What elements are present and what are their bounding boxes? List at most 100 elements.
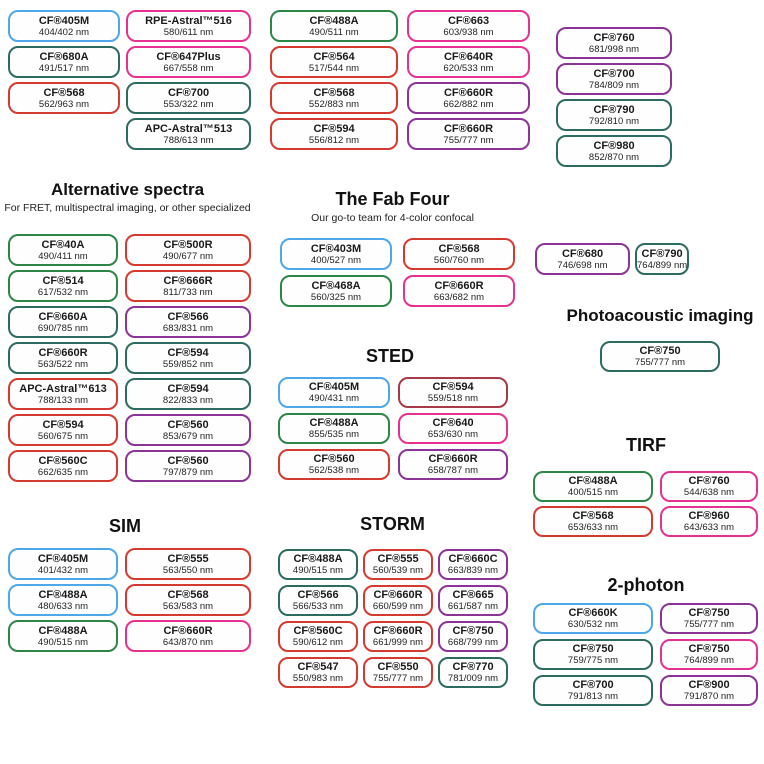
dye-pill: CF®560 853/679 nm — [125, 414, 251, 446]
dye-pill: CF®660R 663/682 nm — [403, 275, 515, 307]
dye-ex-em: 755/777 nm — [683, 619, 735, 630]
dye-pill: RPE-Astral™516 580/611 nm — [126, 10, 251, 42]
dye-ex-em: 852/870 nm — [588, 151, 640, 163]
dye-ex-em: 400/515 nm — [567, 487, 619, 498]
dye-ex-em: 764/899 nm — [683, 655, 735, 666]
dye-name: CF®700 — [593, 67, 635, 80]
dye-ex-em: 660/599 nm — [372, 601, 424, 612]
dye-ex-em: 759/775 nm — [567, 655, 619, 666]
dye-ex-em: 653/633 nm — [567, 522, 619, 533]
dye-ex-em: 517/544 nm — [308, 62, 360, 74]
dye-ex-em: 663/839 nm — [447, 565, 499, 576]
dye-name: CF®568 — [43, 86, 85, 99]
dye-ex-em: 560/760 nm — [433, 254, 485, 266]
dye-ex-em: 690/785 nm — [37, 322, 89, 334]
dye-name: CF®663 — [447, 14, 490, 27]
dye-pill: CF®660R 662/882 nm — [407, 82, 530, 114]
dye-name: CF®594 — [167, 382, 209, 395]
dye-name: CF®660R — [443, 122, 494, 135]
dye-pill: CF®700 784/809 nm — [556, 63, 672, 95]
dye-ex-em: 401/432 nm — [37, 564, 89, 576]
dye-name: CF®40A — [41, 238, 85, 251]
dye-pill: CF®980 852/870 nm — [556, 135, 672, 167]
dye-ex-em: 490/411 nm — [38, 250, 88, 262]
dye-ex-em: 560/539 nm — [372, 565, 424, 576]
dye-pill: CF®560 797/879 nm — [125, 450, 251, 482]
dye-name: CF®594 — [313, 122, 355, 135]
dye-ex-em: 556/812 nm — [308, 134, 360, 146]
dye-name: CF®700 — [572, 679, 614, 691]
dye-pill: CF®568 653/633 nm — [533, 506, 653, 537]
top-dye-column-5: CF®760 681/998 nm CF®700 784/809 nm CF®7… — [556, 27, 672, 167]
dye-name: CF®665 — [452, 589, 494, 601]
dye-ex-em: 552/883 nm — [308, 98, 360, 110]
dye-pill: CF®770 781/009 nm — [438, 657, 508, 688]
dye-name: CF®488A — [38, 624, 88, 637]
dye-ex-em: 853/679 nm — [162, 430, 214, 442]
dye-pill: CF®568 562/963 nm — [8, 82, 120, 114]
dye-name: CF®403M — [310, 242, 362, 255]
section-title-storm: STORM — [360, 514, 425, 534]
dye-name: CF®647Plus — [156, 50, 221, 63]
dye-pill: CF®560C 590/612 nm — [278, 621, 358, 652]
dye-pill: CF®660R 643/870 nm — [125, 620, 251, 652]
photoacoustic-grid: CF®750 755/777 nm — [560, 341, 760, 372]
dye-name: CF®568 — [438, 242, 480, 255]
top-dye-column-2: RPE-Astral™516 580/611 nm CF®647Plus 667… — [126, 10, 251, 150]
dye-pill: CF®568 560/760 nm — [403, 238, 515, 270]
dye-name: CF®790 — [593, 103, 635, 116]
dye-ex-em: 791/870 nm — [683, 691, 735, 702]
dye-pill: CF®660R 660/599 nm — [363, 585, 433, 616]
dye-name: CF®760 — [593, 31, 635, 44]
dye-name: RPE-Astral™516 — [145, 14, 232, 27]
dye-ex-em: 658/787 nm — [427, 465, 479, 476]
dye-pill: CF®468A 560/325 nm — [280, 275, 392, 307]
section-title-sted: STED — [365, 346, 414, 366]
dye-name: CF®660R — [373, 589, 423, 601]
dye-ex-em: 590/612 nm — [292, 637, 344, 648]
dye-pill: CF®790 764/899 nm — [635, 243, 690, 275]
section-title-2-photon: 2-photon — [607, 575, 685, 595]
dye-name: CF®750 — [688, 607, 730, 619]
dye-name: CF®660A — [38, 310, 88, 323]
dye-pill: CF®750 755/777 nm — [660, 603, 758, 634]
dye-name: CF®555 — [167, 552, 209, 565]
dye-name: APC-Astral™613 — [19, 382, 107, 395]
dye-pill: CF®760 544/638 nm — [660, 471, 758, 502]
dye-pill: CF®594 560/675 nm — [8, 414, 118, 446]
dye-name: CF®750 — [452, 625, 494, 637]
dye-name: CF®488A — [568, 475, 618, 487]
section-subtitle-fab-four: Our go-to team for 4-color confocal — [311, 212, 474, 224]
sted-grid: CF®405M 490/431 nm CF®594 559/518 nm CF®… — [278, 377, 510, 480]
dye-ex-em: 563/550 nm — [162, 564, 214, 576]
dye-name: CF®568 — [167, 588, 209, 601]
dye-pill: CF®700 553/322 nm — [126, 82, 251, 114]
dye-pill: CF®660R 755/777 nm — [407, 118, 530, 150]
dye-pill: CF®564 517/544 nm — [270, 46, 398, 78]
dye-name: CF®594 — [42, 418, 84, 431]
dye-ex-em: 562/538 nm — [308, 465, 360, 476]
dye-name: CF®760 — [688, 475, 730, 487]
dye-name: CF®640R — [443, 50, 494, 63]
dye-name: CF®547 — [297, 661, 339, 673]
dye-ex-em: 788/613 nm — [163, 134, 214, 146]
sim-grid: CF®405M 401/432 nm CF®555 563/550 nm CF®… — [8, 548, 251, 652]
dye-ex-em: 662/635 nm — [37, 466, 89, 478]
dye-ex-em: 683/831 nm — [162, 322, 214, 334]
dye-pill: CF®488A 490/511 nm — [270, 10, 398, 42]
dye-pill: CF®660R 661/999 nm — [363, 621, 433, 652]
dye-ex-em: 661/587 nm — [447, 601, 499, 612]
dye-pill: CF®666R 811/733 nm — [125, 270, 251, 302]
section-2-photon: 2-photon CF®660K 630/532 nm CF®750 755/7… — [528, 568, 764, 706]
dye-name: CF®640 — [432, 417, 474, 429]
dye-ex-em: 563/522 nm — [37, 358, 89, 370]
dye-pill: CF®488A 480/633 nm — [8, 584, 118, 616]
dye-ex-em: 559/852 nm — [162, 358, 214, 370]
dye-ex-em: 791/813 nm — [567, 691, 619, 702]
dye-pill: CF®900 791/870 nm — [660, 675, 758, 706]
dye-name: CF®514 — [42, 274, 84, 287]
section-alternative-spectra: Alternative spectra For FRET, multispect… — [0, 180, 255, 482]
dye-pill: CF®594 556/812 nm — [270, 118, 398, 150]
top-dye-column-3: CF®488A 490/511 nm CF®564 517/544 nm CF®… — [270, 10, 398, 150]
dye-name: CF®660R — [373, 625, 423, 637]
